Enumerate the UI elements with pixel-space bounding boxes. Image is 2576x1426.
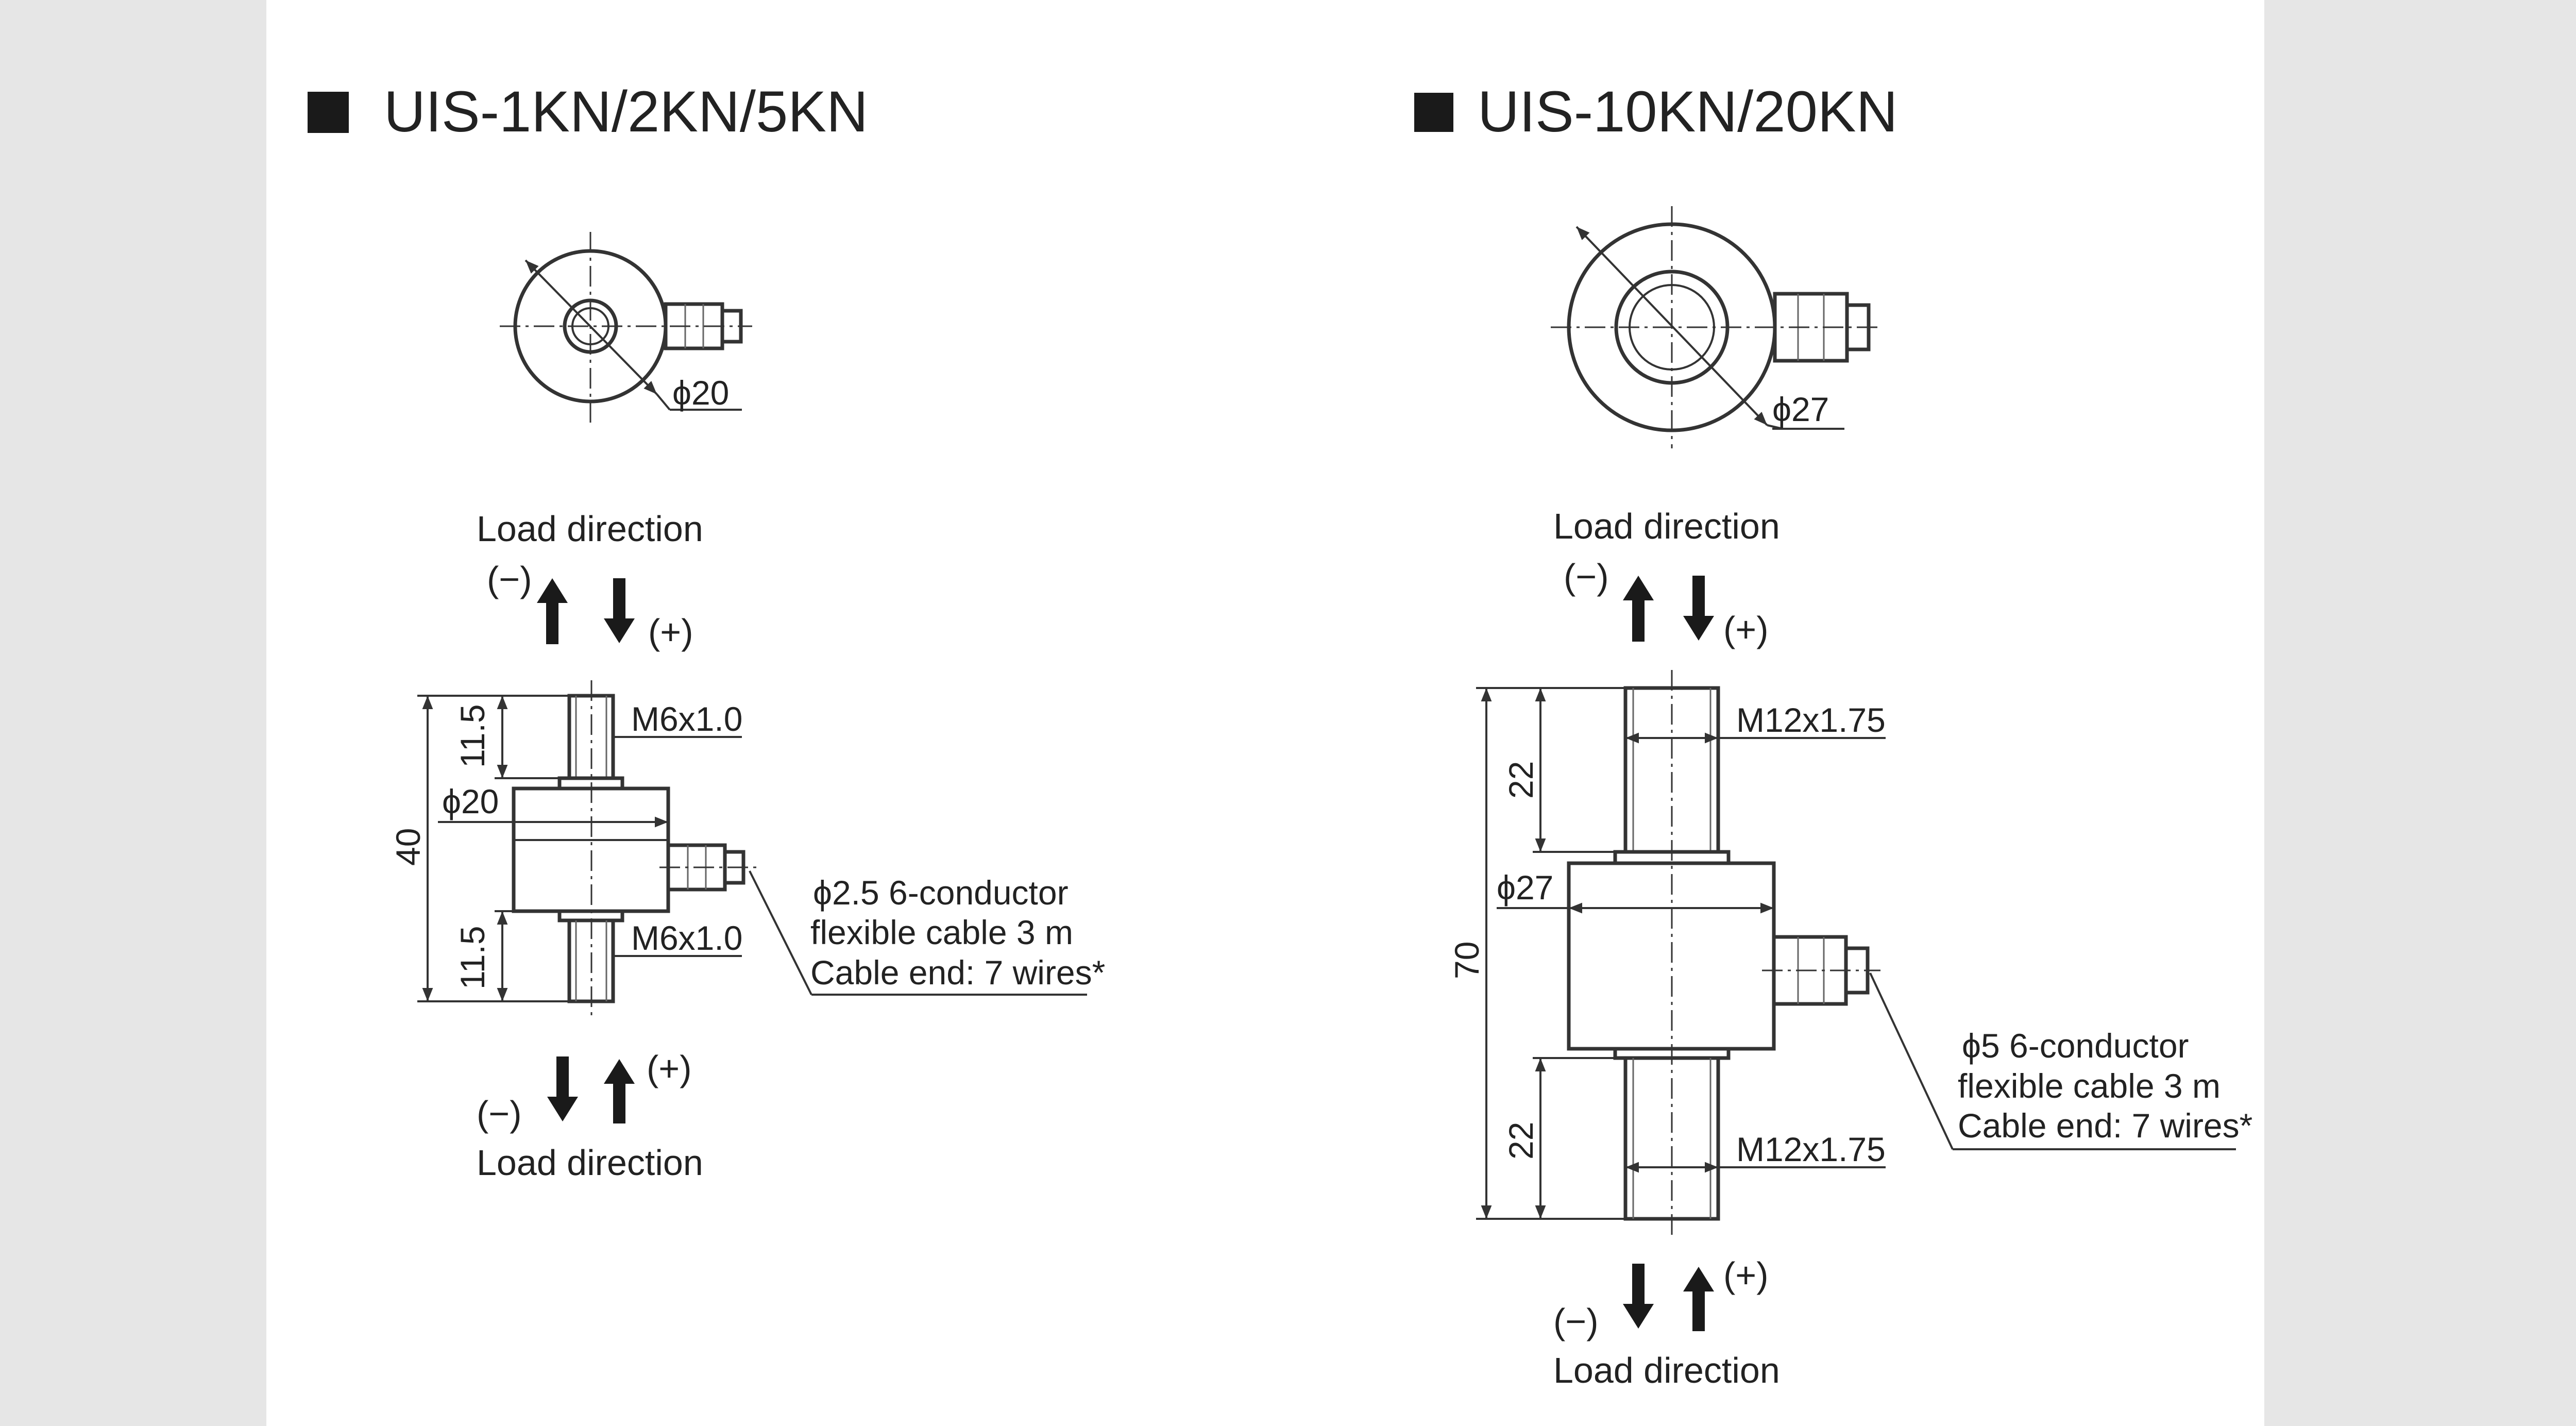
arrow-up-icon: [604, 1059, 635, 1123]
thread-label-bottom: M6x1.0: [631, 919, 742, 957]
plus-sign-bottom: (+): [647, 1048, 692, 1088]
minus-sign-bottom: (−): [477, 1094, 522, 1134]
load-direction-upper: Load direction (−) (+): [1553, 506, 1780, 649]
stud-height-top-dimension: 11.5: [453, 704, 492, 768]
load-direction-upper: Load direction (−) (+): [477, 509, 703, 652]
arrow-up-icon: [537, 578, 568, 644]
load-direction-label-bottom: Load direction: [477, 1143, 703, 1183]
title-bullet-icon: [1414, 93, 1453, 132]
cable-spec-line-2: flexible cable 3 m: [1958, 1067, 2221, 1105]
stud-height-top-dimension: 22: [1502, 761, 1540, 799]
minus-sign-top: (−): [487, 559, 532, 599]
stud-height-bottom-dimension: 22: [1502, 1122, 1540, 1160]
minus-sign-top: (−): [1564, 557, 1609, 597]
cable-spec-line-2: flexible cable 3 m: [810, 913, 1073, 951]
thread-label-top: M12x1.75: [1736, 701, 1886, 739]
load-direction-lower: (+) (−) Load direction: [477, 1048, 703, 1183]
diagram-uis-1kn-2kn-5kn: UIS-1KN/2KN/5KN ϕ20 Load direction (−) (…: [308, 79, 1105, 1183]
arrow-down-icon: [1683, 576, 1714, 641]
arrow-down-icon: [547, 1056, 578, 1121]
load-direction-label-bottom: Load direction: [1553, 1350, 1780, 1390]
thread-label-top: M6x1.0: [631, 700, 742, 738]
load-direction-label-top: Load direction: [1553, 506, 1780, 546]
load-direction-label-top: Load direction: [477, 509, 703, 549]
top-view: ϕ27: [1551, 206, 1880, 448]
thread-label-bottom: M12x1.75: [1736, 1130, 1886, 1168]
title-bullet-icon: [308, 92, 349, 133]
diagram-title: UIS-10KN/20KN: [1478, 79, 1897, 144]
cable-spec-line-1: ϕ2.5 6-conductor: [813, 874, 1069, 912]
arrow-down-icon: [1623, 1264, 1654, 1329]
total-height-dimension: 40: [389, 828, 427, 866]
total-height-dimension: 70: [1448, 942, 1486, 979]
arrow-down-icon: [604, 578, 635, 643]
top-view: ϕ20: [500, 232, 752, 423]
top-view-diameter-label: ϕ20: [672, 374, 729, 412]
side-view: M12x1.75 M12x1.75 ϕ27 70 22 22 ϕ5 6-cond…: [1448, 670, 2252, 1237]
plus-sign-top: (+): [1723, 609, 1769, 649]
diagram-title: UIS-1KN/2KN/5KN: [384, 79, 868, 144]
load-direction-lower: (+) (−) Load direction: [1553, 1255, 1780, 1390]
body-diameter-label: ϕ27: [1497, 868, 1553, 907]
stud-height-bottom-dimension: 11.5: [453, 926, 492, 989]
minus-sign-bottom: (−): [1553, 1301, 1599, 1341]
plus-sign-top: (+): [648, 612, 693, 652]
top-view-diameter-label: ϕ27: [1772, 390, 1829, 428]
cable-spec-line-1: ϕ5 6-conductor: [1962, 1027, 2189, 1065]
diagram-uis-10kn-20kn: UIS-10KN/20KN ϕ27 Load direction (−) (+): [1414, 79, 2252, 1390]
arrow-up-icon: [1623, 576, 1654, 642]
plus-sign-bottom: (+): [1723, 1255, 1769, 1295]
cable-spec-line-3: Cable end: 7 wires*: [810, 953, 1105, 992]
cable-spec-line-3: Cable end: 7 wires*: [1958, 1106, 2252, 1145]
arrow-up-icon: [1683, 1267, 1714, 1331]
body-diameter-label: ϕ20: [442, 782, 499, 820]
side-view: M6x1.0 M6x1.0 ϕ20 40 11.5 11.5 ϕ2.5 6-co…: [389, 680, 1105, 1018]
